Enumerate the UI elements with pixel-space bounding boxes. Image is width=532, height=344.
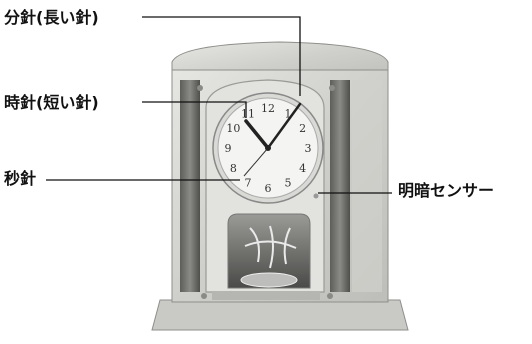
clock-base <box>151 299 409 331</box>
dial-numeral: 2 <box>299 122 306 135</box>
hand-hub <box>265 145 271 151</box>
right-outer-edge <box>352 80 382 292</box>
dial-numeral: 1 <box>285 107 292 120</box>
light-sensor-label: 明暗センサー <box>398 181 495 200</box>
dial-numeral: 4 <box>299 162 306 175</box>
second-hand-label: 秒針 <box>4 169 37 188</box>
ornament-base <box>240 272 298 288</box>
dial-numeral: 3 <box>305 142 312 155</box>
minute-hand <box>266 102 302 150</box>
dial-numeral: 10 <box>226 122 240 135</box>
hour-hand <box>244 119 270 150</box>
leader-minute <box>142 16 301 96</box>
right-pillar <box>330 80 350 292</box>
inner-bottom-plate <box>212 292 320 300</box>
minute-hand-label: 分針(長い針) <box>4 8 99 27</box>
dial-numeral: 11 <box>241 107 255 120</box>
dial-numeral: 5 <box>285 177 292 190</box>
dial-numeral: 6 <box>265 182 272 195</box>
dial-numeral: 8 <box>230 162 237 175</box>
left-pillar <box>180 80 200 292</box>
pendulum-window <box>227 213 311 289</box>
hour-hand-label: 時針(短い針) <box>4 93 99 112</box>
screw-top-left <box>197 85 203 91</box>
dial-numeral: 9 <box>225 142 232 155</box>
light-sensor <box>313 193 319 199</box>
screw-bottom-right <box>327 293 333 299</box>
screw-bottom-left <box>201 293 207 299</box>
leader-hour <box>142 101 247 118</box>
dial-numeral: 12 <box>261 102 275 115</box>
second-hand <box>243 147 269 177</box>
rotating-ornament <box>244 225 297 269</box>
screw-top-right <box>329 85 335 91</box>
dial-numeral: 7 <box>245 177 252 190</box>
